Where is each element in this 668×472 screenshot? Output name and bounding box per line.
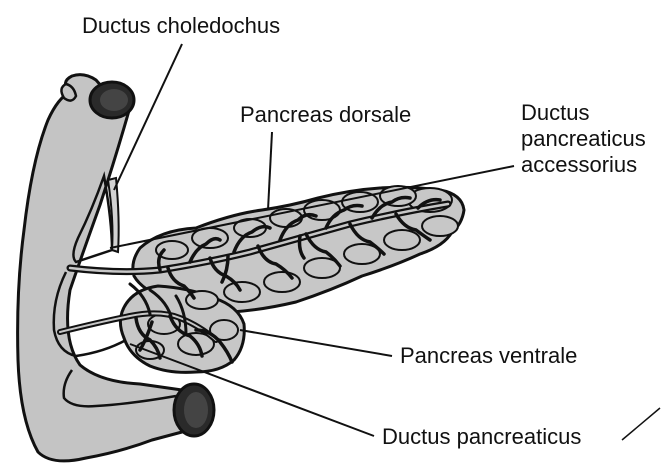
leader-pancreas-ventrale [240,330,392,356]
duodenum-upper-end-inner [100,89,128,111]
label-accessorius-line-2: pancreaticus [521,126,646,152]
label-pancreas-ventrale: Pancreas ventrale [400,343,577,369]
duodenum-lower-end-inner [184,392,208,428]
label-accessorius-line-3: accessorius [521,152,646,178]
label-ductus-pancreaticus: Ductus pancreaticus [382,424,581,450]
label-accessorius-line-1: Ductus [521,100,646,126]
stray-mark [622,408,660,440]
label-pancreas-dorsale: Pancreas dorsale [240,102,411,128]
label-ductus-choledochus: Ductus choledochus [82,13,280,39]
leader-pancreas-dorsale [268,132,272,210]
label-ductus-pancreaticus-accessorius: Ductus pancreaticus accessorius [521,100,646,178]
